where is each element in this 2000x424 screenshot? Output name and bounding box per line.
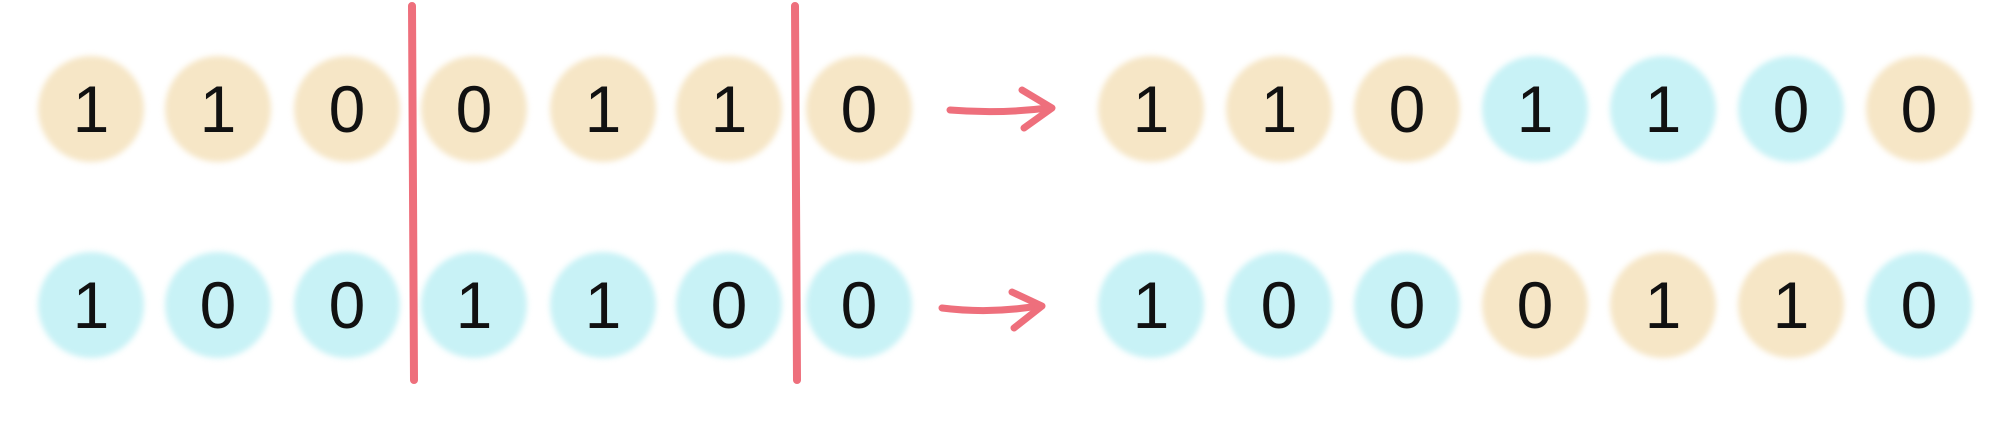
bit-circle (550, 56, 656, 162)
bit-value: 0 (1900, 268, 1938, 342)
bit-circle (1226, 252, 1332, 358)
bit-value: 1 (1132, 268, 1170, 342)
parent-2-bit-6: 0 (676, 252, 782, 358)
child-2-bit-7: 0 (1866, 252, 1972, 358)
bit-value: 0 (455, 72, 493, 146)
bit-circle (1738, 56, 1844, 162)
bit-circle (165, 252, 271, 358)
bit-circle (1482, 56, 1588, 162)
bit-value: 1 (1644, 72, 1682, 146)
bit-value: 0 (840, 268, 878, 342)
bit-circle (676, 252, 782, 358)
bit-value: 0 (328, 72, 366, 146)
bit-circle (1610, 252, 1716, 358)
bit-circle (294, 252, 400, 358)
child-1-bit-3: 0 (1354, 56, 1460, 162)
bit-value: 1 (1132, 72, 1170, 146)
bit-value: 0 (1516, 268, 1554, 342)
bit-circle (165, 56, 271, 162)
bit-value: 0 (1388, 72, 1426, 146)
parent-1-bit-3: 0 (294, 56, 400, 162)
parent-1-bit-7: 0 (806, 56, 912, 162)
parent-2-bit-7: 0 (806, 252, 912, 358)
child-1-bit-4: 1 (1482, 56, 1588, 162)
parent-2-bit-2: 0 (165, 252, 271, 358)
child-2-bit-5: 1 (1610, 252, 1716, 358)
crossover-cut-line-2 (791, 2, 801, 384)
bit-circle (1866, 56, 1972, 162)
bit-value: 0 (1388, 268, 1426, 342)
arrow-icon-row-2 (938, 288, 1046, 332)
child-2-bit-1: 1 (1098, 252, 1204, 358)
bit-circle (421, 252, 527, 358)
bit-circle (421, 56, 527, 162)
bit-value: 0 (1900, 72, 1938, 146)
bit-circle (676, 56, 782, 162)
bit-value: 0 (1772, 72, 1810, 146)
child-2-bit-3: 0 (1354, 252, 1460, 358)
bit-circle (1738, 252, 1844, 358)
bit-circle (1610, 56, 1716, 162)
bit-value: 1 (710, 72, 748, 146)
bit-circle (1098, 56, 1204, 162)
parent-2-bit-5: 1 (550, 252, 656, 358)
child-1-bit-1: 1 (1098, 56, 1204, 162)
bit-value: 1 (199, 72, 237, 146)
child-1-bit-2: 1 (1226, 56, 1332, 162)
child-1-bit-6: 0 (1738, 56, 1844, 162)
bit-circle (806, 252, 912, 358)
parent-2-bit-4: 1 (421, 252, 527, 358)
arrow-icon-row-1 (946, 86, 1056, 132)
child-2-bit-4: 0 (1482, 252, 1588, 358)
parent-1-bit-2: 1 (165, 56, 271, 162)
bit-value: 0 (840, 72, 878, 146)
bit-value: 1 (1772, 268, 1810, 342)
bit-circle (1354, 56, 1460, 162)
bit-circle (806, 56, 912, 162)
bit-value: 1 (72, 72, 110, 146)
bit-value: 1 (455, 268, 493, 342)
bit-circle (294, 56, 400, 162)
parent-1-bit-5: 1 (550, 56, 656, 162)
crossover-cut-line-1 (408, 2, 418, 384)
bit-value: 1 (584, 268, 622, 342)
bit-value: 1 (1516, 72, 1554, 146)
bit-circle (1354, 252, 1460, 358)
child-1-bit-5: 1 (1610, 56, 1716, 162)
bit-circle (38, 252, 144, 358)
bit-circle (1482, 252, 1588, 358)
bit-value: 0 (710, 268, 748, 342)
bit-circle (1098, 252, 1204, 358)
parent-1-bit-1: 1 (38, 56, 144, 162)
parent-1-bit-4: 0 (421, 56, 527, 162)
bit-circle (38, 56, 144, 162)
bit-value: 0 (328, 268, 366, 342)
parent-2-bit-3: 0 (294, 252, 400, 358)
bit-value: 0 (199, 268, 237, 342)
bit-value: 1 (1260, 72, 1298, 146)
child-2-bit-6: 1 (1738, 252, 1844, 358)
child-1-bit-7: 0 (1866, 56, 1972, 162)
bit-circle (550, 252, 656, 358)
bit-circle (1226, 56, 1332, 162)
bit-value: 0 (1260, 268, 1298, 342)
parent-1-bit-6: 1 (676, 56, 782, 162)
bit-value: 1 (584, 72, 622, 146)
child-2-bit-2: 0 (1226, 252, 1332, 358)
bit-value: 1 (1644, 268, 1682, 342)
bit-circle (1866, 252, 1972, 358)
parent-2-bit-1: 1 (38, 252, 144, 358)
bit-value: 1 (72, 268, 110, 342)
